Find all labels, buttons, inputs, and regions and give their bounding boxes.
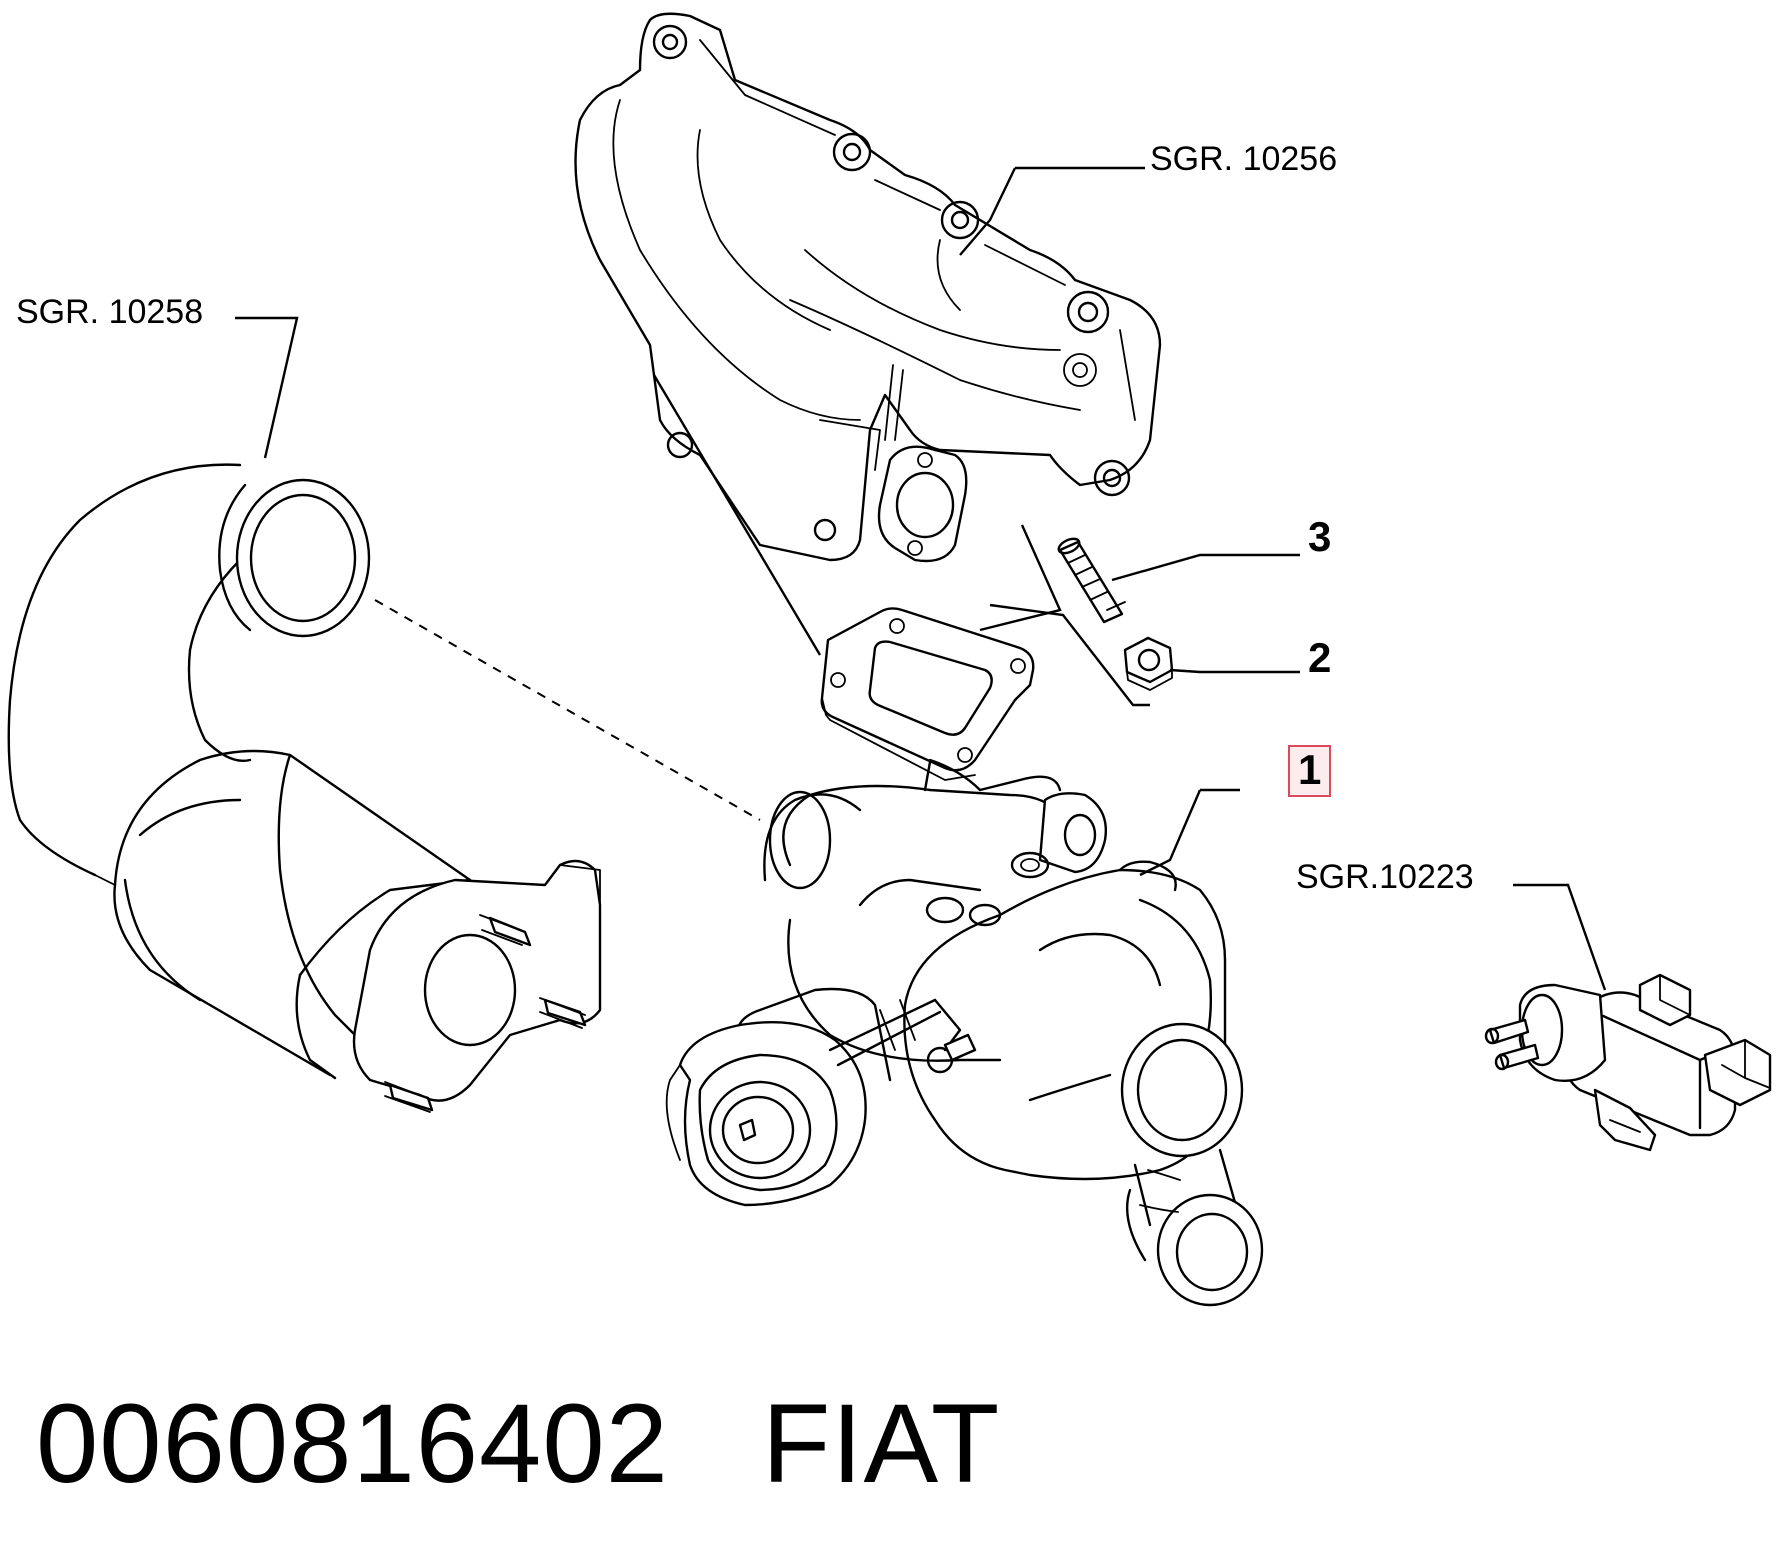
callout-sgr-10258[interactable]: SGR. 10258 bbox=[16, 293, 204, 331]
turbo-gasket bbox=[820, 607, 1035, 781]
callout-item-2[interactable]: 2 bbox=[1308, 634, 1332, 681]
turbocharger-item-1 bbox=[665, 758, 1264, 1307]
downpipe-catalyst bbox=[7, 463, 602, 1113]
solenoid-valve bbox=[1484, 973, 1772, 1152]
exhaust-manifold bbox=[574, 12, 1162, 563]
callout-sgr-10223[interactable]: SGR.10223 bbox=[1296, 858, 1474, 896]
callout-sgr-10256[interactable]: SGR. 10256 bbox=[1150, 140, 1338, 178]
callout-item-1[interactable]: 1 bbox=[1288, 745, 1332, 797]
part-number: 0060816402 bbox=[36, 1381, 669, 1506]
stud-item-3 bbox=[1057, 537, 1126, 624]
callout-item-3[interactable]: 3 bbox=[1308, 513, 1332, 560]
brand-name: FIAT bbox=[762, 1381, 1001, 1506]
nut-item-2 bbox=[1123, 636, 1174, 691]
